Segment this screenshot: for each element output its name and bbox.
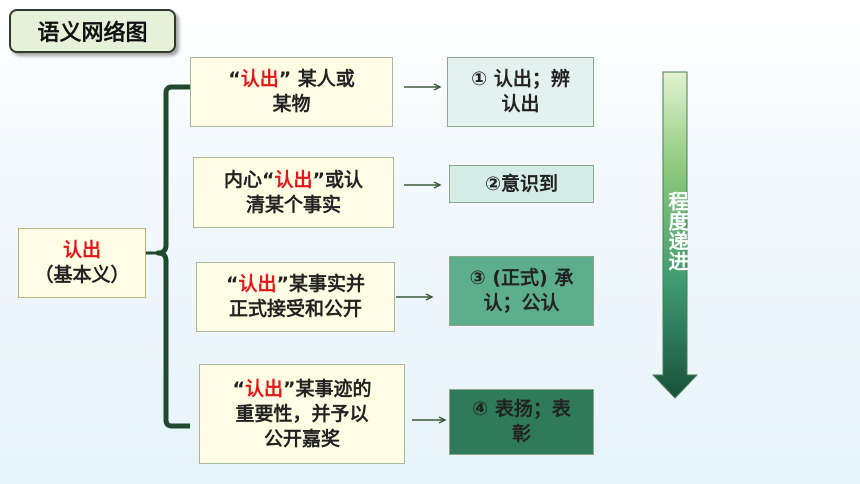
answer-3: ③ (正式) 承 认；公认 [449,256,594,326]
answer-2: ②意识到 [449,165,594,203]
keyword: 认出 [240,68,279,90]
keyword: 认出 [238,273,277,295]
meaning-1: “认出” 某人或 某物 [190,57,393,127]
root-word: 认出 [62,239,101,261]
arrow-2 [404,181,442,189]
meaning-4: “认出”某事迹的 重要性，并予以 公开嘉奖 [199,364,405,464]
arrow-1 [404,83,442,91]
root-sub: （基本义） [34,264,130,286]
page-title: 语义网络图 [9,9,176,53]
root-node: 认出 （基本义） [18,228,146,298]
bracket [155,84,190,429]
answer-4: ④ 表扬；表 彰 [449,389,594,455]
arrow-3 [396,293,434,301]
meaning-3: “认出”某事实并 正式接受和公开 [196,262,395,332]
progress-arrow [651,71,699,399]
meaning-2: 内心“认出”或认 清某个事实 [193,157,394,228]
keyword: 认出 [274,168,313,191]
keyword: 认出 [244,377,283,400]
progress-label: 程度递进 [665,191,689,271]
answer-1: ① 认出；辨 认出 [447,57,594,127]
arrow-4 [412,416,447,424]
